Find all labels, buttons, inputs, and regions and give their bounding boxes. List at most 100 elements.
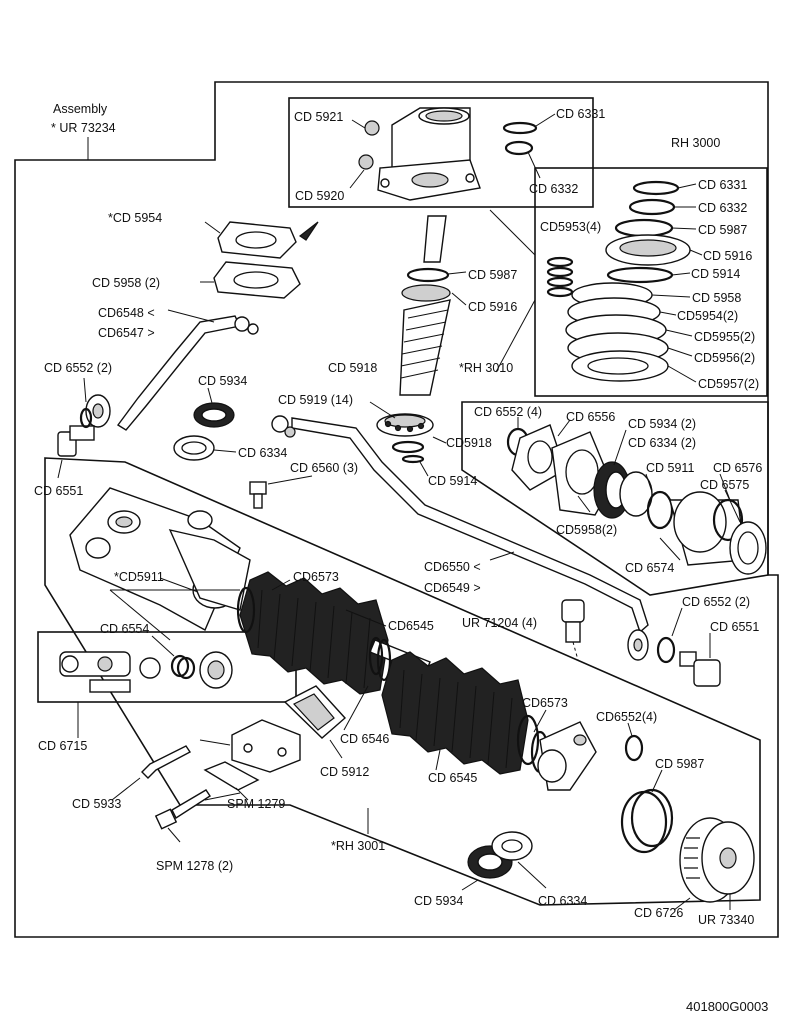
plate-spm1279 xyxy=(203,761,260,801)
label-cd5958-r: CD 5958 xyxy=(692,291,741,305)
label-spm1278: SPM 1278 (2) xyxy=(156,859,233,873)
label-cd5934-a: CD 5934 xyxy=(198,374,247,388)
valve-housing xyxy=(377,107,481,201)
label-cd6334-b: CD 6334 xyxy=(538,894,587,908)
washer-cd5934-a xyxy=(193,387,235,428)
assembly-code: * UR 73234 xyxy=(51,121,116,135)
rh3010-leaders xyxy=(517,417,741,561)
label-cd6551-a: CD 6551 xyxy=(34,484,83,498)
label-cd5987-r: CD 5987 xyxy=(698,223,747,237)
screw-cd5921 xyxy=(351,119,380,136)
rh3000-leaders xyxy=(651,183,703,383)
label-cd5916-r: CD 5916 xyxy=(703,249,752,263)
ring-cd6331-top xyxy=(502,121,538,135)
label-cd5920: CD 5920 xyxy=(295,189,344,203)
label-cd5912: CD 5912 xyxy=(320,765,369,779)
pipe-cd6550 xyxy=(271,415,649,661)
bolt-ur71204 xyxy=(561,599,585,661)
gasket-cd5954 xyxy=(204,221,297,259)
label-cd6552-4b: CD6552(4) xyxy=(596,710,657,724)
label-cd6334-2: CD 6334 (2) xyxy=(628,436,696,450)
label-cd5954-r: CD5954(2) xyxy=(677,309,738,323)
label-cd5933: CD 5933 xyxy=(72,797,121,811)
label-cd5911-star: *CD5911 xyxy=(114,570,164,584)
label-cd6556: CD 6556 xyxy=(566,410,615,424)
label-cd6560: CD 6560 (3) xyxy=(290,461,358,475)
washer-cd6334-a xyxy=(173,435,237,461)
label-cd6550: CD6550 < xyxy=(424,560,481,574)
label-cd5954-star: *CD 5954 xyxy=(108,211,162,225)
label-cd5921: CD 5921 xyxy=(294,110,343,124)
label-cd5953: CD5953(4) xyxy=(540,220,601,234)
label-cd5918-a: CD 5918 xyxy=(328,361,377,375)
label-cd5914-r: CD 5914 xyxy=(691,267,740,281)
label-cd6552-4a: CD 6552 (4) xyxy=(474,405,542,419)
label-cd6576: CD 6576 xyxy=(713,461,762,475)
label-cd6552-2a: CD 6552 (2) xyxy=(44,361,112,375)
rh3000-seal-stack xyxy=(565,180,691,382)
label-cd5987-b: CD 5987 xyxy=(655,757,704,771)
banjo-bolt-cd6551 xyxy=(57,377,95,479)
label-cd5918-b: CD5918 xyxy=(446,436,492,450)
rack-housing xyxy=(69,487,251,631)
bolt-cd5933 xyxy=(111,745,192,801)
gasket-cd5958 xyxy=(200,261,301,299)
seal-cd5987 xyxy=(620,769,674,854)
label-cd6548: CD6548 < xyxy=(98,306,155,320)
label-cd6574: CD 6574 xyxy=(625,561,674,575)
label-cd6332-r: CD 6332 xyxy=(698,201,747,215)
label-cd6334-a: CD 6334 xyxy=(238,446,287,460)
assembly-title: Assembly xyxy=(53,102,108,116)
clamp-block xyxy=(231,719,301,773)
label-cd6545-b: CD 6545 xyxy=(428,771,477,785)
label-rh3001: *RH 3001 xyxy=(331,839,385,853)
screw-cd5920 xyxy=(349,154,374,189)
bellows-cd6545-left xyxy=(236,571,389,695)
label-cd6575: CD 6575 xyxy=(700,478,749,492)
label-cd6332-top: CD 6332 xyxy=(529,182,578,196)
label-cd5914-c: CD 5914 xyxy=(428,474,477,488)
feather-marker xyxy=(298,221,319,241)
banjo-bolt-cd6551-b xyxy=(656,607,721,687)
washers-cd5934-cd6334-b xyxy=(461,831,547,891)
label-cd5957-r: CD5957(2) xyxy=(698,377,759,391)
rh3000-kit-box xyxy=(534,167,768,397)
label-spm1279: SPM 1279 xyxy=(227,797,285,811)
label-cd6547: CD6547 > xyxy=(98,326,155,340)
main-assembly-frame xyxy=(14,81,779,938)
washer-cd6552-b xyxy=(624,722,644,762)
cd6715-detail xyxy=(59,635,233,738)
label-cd5934-b: CD 5934 xyxy=(414,894,463,908)
label-cd6331-r: CD 6331 xyxy=(698,178,747,192)
label-cd6546: CD 6546 xyxy=(340,732,389,746)
label-cd5956-r: CD5956(2) xyxy=(694,351,755,365)
end-plug-ur73340 xyxy=(673,817,755,911)
label-cd6331-top: CD 6331 xyxy=(556,107,605,121)
bellows-cd6545-right xyxy=(381,651,550,775)
bearing-cd5919 xyxy=(369,401,447,477)
label-cd6726: CD 6726 xyxy=(634,906,683,920)
pinion-shaft xyxy=(399,215,467,396)
label-cd6573-a: CD6573 xyxy=(293,570,339,584)
misc-leaders xyxy=(109,577,547,834)
rh3010-kit-box xyxy=(461,401,769,596)
label-ur71204: UR 71204 (4) xyxy=(462,616,537,630)
label-cd6552-2b: CD 6552 (2) xyxy=(682,595,750,609)
label-cd6554: CD 6554 xyxy=(100,622,149,636)
tie-rod-end-cap xyxy=(537,721,597,791)
ring-cd6332-top xyxy=(504,140,534,156)
label-cd5955-r: CD5955(2) xyxy=(694,330,755,344)
label-cd5934-2: CD 5934 (2) xyxy=(628,417,696,431)
label-cd6551-b: CD 6551 xyxy=(710,620,759,634)
label-cd6549: CD6549 > xyxy=(424,581,481,595)
label-cd6573-b: CD6573 xyxy=(522,696,568,710)
label-cd5911-r: CD 5911 xyxy=(646,461,694,475)
label-cd5958-2: CD 5958 (2) xyxy=(92,276,160,290)
label-cd5987-c: CD 5987 xyxy=(468,268,517,282)
label-ur73340: UR 73340 xyxy=(698,913,754,927)
label-rh3000: RH 3000 xyxy=(671,136,720,150)
label-cd6715: CD 6715 xyxy=(38,739,87,753)
label-rh3010: *RH 3010 xyxy=(459,361,513,375)
label-cd5919: CD 5919 (14) xyxy=(278,393,353,407)
